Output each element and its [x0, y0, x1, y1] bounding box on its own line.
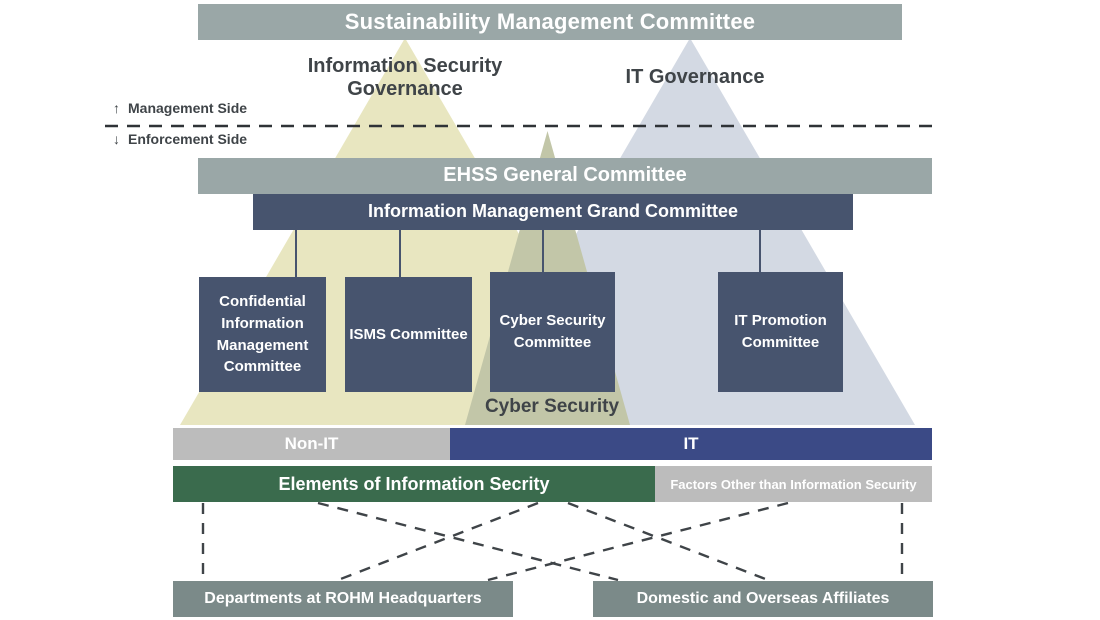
management-side-label: ↑ Management Side: [113, 100, 247, 116]
it-governance-label: IT Governance: [625, 66, 765, 88]
factors-other-than-information-security-segment: Factors Other than Information Security: [655, 466, 932, 502]
cyber-security-committee-box: Cyber Security Committee: [490, 272, 615, 392]
dashed-link-d: [487, 501, 789, 582]
cyber-security-overlap-label: Cyber Security: [484, 396, 620, 417]
down-arrow-icon: ↓: [113, 131, 120, 147]
elements-of-information-security-segment: Elements of Information Secrity: [173, 466, 655, 502]
confidential-information-management-committee-box: Confidential Information Management Comm…: [199, 277, 326, 392]
dashed-link-b: [337, 501, 539, 582]
domestic-and-overseas-affiliates-box: Domestic and Overseas Affiliates: [593, 581, 933, 617]
ehss-general-committee-bar: EHSS General Committee: [198, 158, 932, 194]
enforcement-side-text: Enforcement Side: [128, 131, 248, 147]
sustainability-management-committee-bar: Sustainability Management Committee: [198, 4, 902, 40]
isms-committee-box: ISMS Committee: [345, 277, 472, 392]
management-side-text: Management Side: [128, 100, 248, 116]
it-segment: IT: [450, 428, 932, 460]
dashed-link-a: [317, 501, 619, 582]
up-arrow-icon: ↑: [113, 100, 120, 116]
enforcement-side-label: ↓ Enforcement Side: [113, 131, 247, 147]
information-management-grand-committee-bar: Information Management Grand Committee: [253, 194, 853, 230]
non-it-segment: Non-IT: [173, 428, 450, 460]
it-promotion-committee-box: IT Promotion Committee: [718, 272, 843, 392]
departments-at-rohm-headquarters-box: Departments at ROHM Headquarters: [173, 581, 513, 617]
information-security-governance-label: Information Security Governance: [307, 55, 503, 100]
dashed-link-c: [567, 501, 769, 582]
